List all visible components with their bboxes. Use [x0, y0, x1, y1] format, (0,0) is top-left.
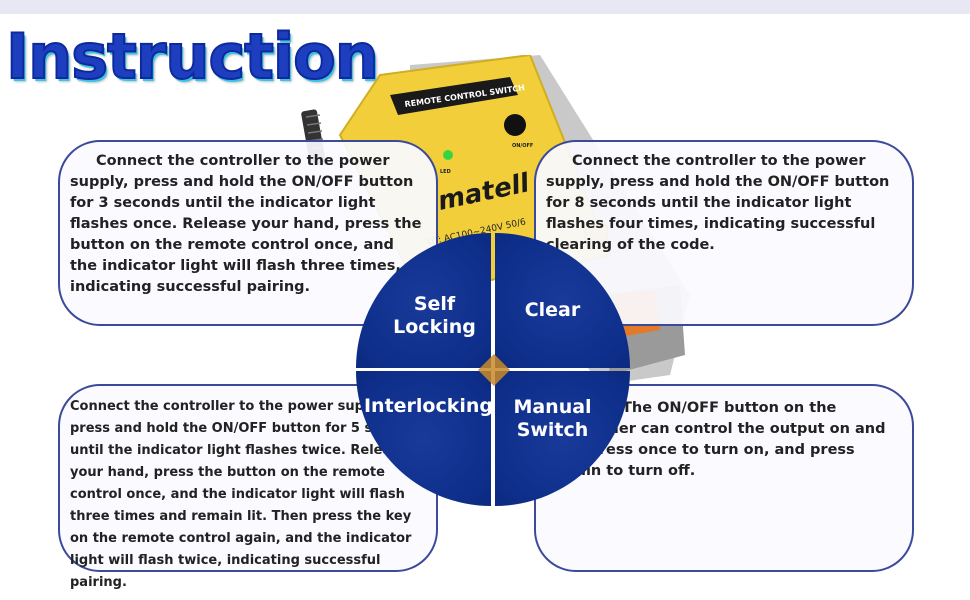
manual-switch-description: The ON/OFF button on the controller can … [556, 400, 886, 479]
interlocking-label: Interlocking [363, 394, 494, 417]
center-diamond-icon [478, 354, 510, 386]
manual-switch-label-line2: Switch [516, 418, 589, 441]
device-button-label: ON/OFF [512, 143, 533, 149]
on-off-button-icon [504, 114, 526, 136]
self-locking-description-box: Connect the controller to the power supp… [58, 140, 438, 326]
device-led-label: LED [440, 169, 451, 175]
clear-label: Clear [524, 299, 581, 321]
led-indicator-icon [443, 150, 453, 160]
self-locking-label-line1: Self [413, 292, 456, 315]
page-title: Instruction [5, 19, 380, 94]
interlocking-description: Connect the controller to the power supp… [70, 399, 424, 590]
manual-switch-quadrant: Manual Switch [495, 371, 630, 506]
clear-description: Connect the controller to the power supp… [546, 153, 890, 253]
manual-switch-label-line1: Manual [513, 395, 592, 418]
clear-description-box: Connect the controller to the power supp… [534, 140, 914, 326]
self-locking-label-line2: Locking [393, 315, 476, 338]
self-locking-description: Connect the controller to the power supp… [70, 153, 422, 295]
top-band [0, 0, 970, 14]
